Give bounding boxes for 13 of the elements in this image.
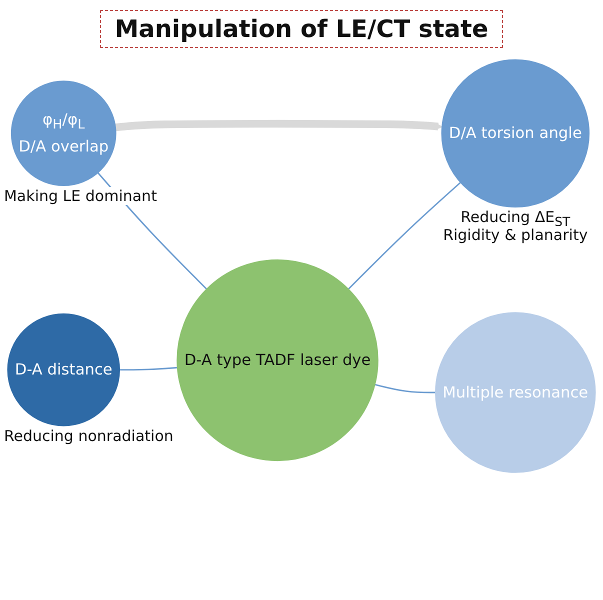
connector <box>374 384 436 394</box>
node-circle: D-A type TADF laser dye <box>176 259 378 462</box>
connector <box>348 182 461 290</box>
node-circle: φ$_{H}$/φ$_{L}$ D/A overlap <box>10 80 116 186</box>
connector <box>120 366 178 371</box>
arrow <box>115 120 442 132</box>
node-circle: D-A distance <box>7 313 120 426</box>
diagram-title: Manipulation of LE/CT state <box>100 10 504 48</box>
node-circle: Multiple resonance <box>435 312 596 473</box>
node-caption: Making LE dominant <box>4 186 157 205</box>
node-circle: D/A torsion angle <box>441 59 590 208</box>
node-caption: Rigidity & planarity <box>443 226 588 244</box>
node-caption: Reducing nonradiation <box>4 426 174 445</box>
